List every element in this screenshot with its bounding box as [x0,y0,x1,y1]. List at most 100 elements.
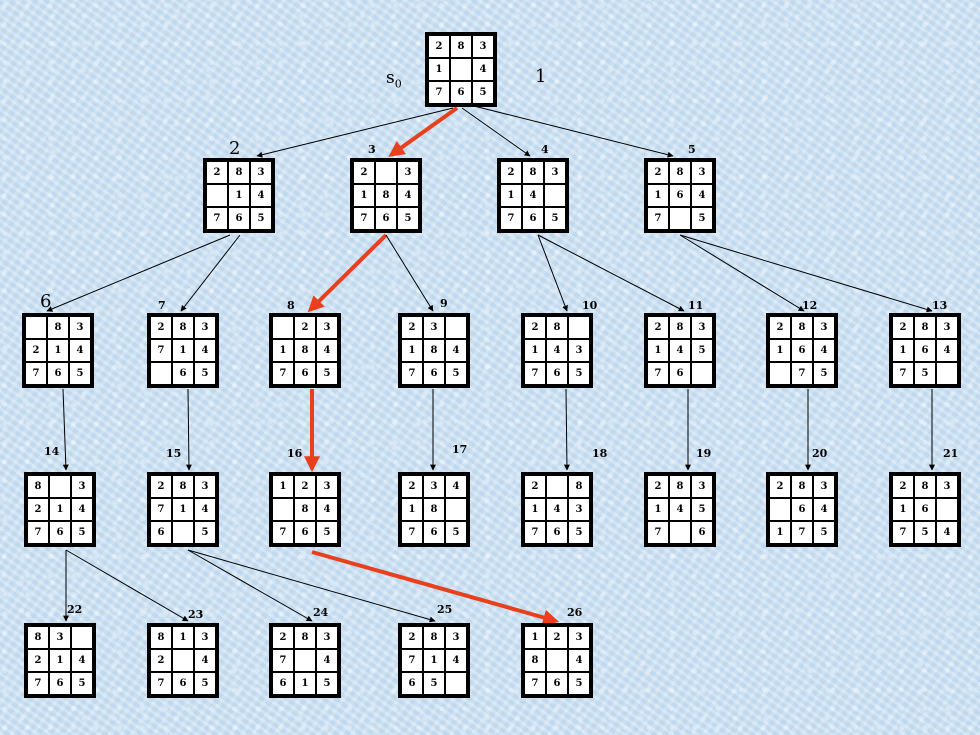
tree-edge [385,234,434,312]
node-number-label: 9 [440,297,448,310]
puzzle-tile: 2 [294,475,316,498]
puzzle-tile: 6 [294,521,316,544]
tree-edge [469,104,674,158]
puzzle-tile: 6 [546,672,568,695]
puzzle-tile: 7 [647,362,669,385]
node-number-label: 25 [437,603,453,616]
puzzle-tile: 4 [445,339,467,362]
puzzle-tile: 4 [71,649,93,672]
puzzle-tile: 5 [71,521,93,544]
puzzle-tile: 8 [150,626,172,649]
puzzle-tile: 3 [69,316,91,339]
tree-edge [187,549,436,623]
puzzle-tile: 4 [316,339,338,362]
puzzle-tile: 2 [150,649,172,672]
puzzle-tile: 8 [228,161,250,184]
puzzle-tile: 2 [401,475,423,498]
puzzle-tile: 3 [316,626,338,649]
tree-edge [679,234,933,313]
puzzle-tile: 4 [445,475,467,498]
puzzle-tile: 7 [401,362,423,385]
puzzle-tile: 4 [316,649,338,672]
puzzle-tile: 3 [568,498,590,521]
blank-tile [691,362,713,385]
puzzle-tile: 6 [914,498,936,521]
tree-edge [537,234,685,312]
node-number-label: 13 [932,299,948,312]
node-number-label: 11 [688,299,704,312]
puzzle-tile: 4 [813,498,835,521]
puzzle-tile: 6 [150,521,172,544]
puzzle-tile: 3 [445,626,467,649]
puzzle-tile: 4 [936,521,958,544]
puzzle-tile: 2 [401,626,423,649]
tree-edge [46,234,231,312]
puzzle-tile: 6 [423,362,445,385]
blank-tile [172,649,194,672]
puzzle-tile: 1 [228,184,250,207]
puzzle-tile: 3 [691,316,713,339]
puzzle-tile: 4 [936,339,958,362]
solution-edge [388,106,459,157]
puzzle-tile: 8 [294,626,316,649]
puzzle-tile: 5 [568,521,590,544]
node-number-label: 23 [188,608,204,621]
puzzle-tile: 3 [472,35,494,58]
puzzle-tile: 5 [316,672,338,695]
puzzle-tile: 8 [27,626,49,649]
puzzle-tile: 5 [316,521,338,544]
puzzle-tile: 6 [791,498,813,521]
puzzle-tile: 2 [294,316,316,339]
node-number-label: 1 [535,66,547,87]
puzzle-tile: 7 [272,362,294,385]
blank-tile [936,498,958,521]
puzzle-tile: 3 [397,161,419,184]
node-number-label: 2 [229,138,241,159]
puzzle-tile: 1 [47,339,69,362]
puzzle-tile: 8 [423,626,445,649]
puzzle-tile: 7 [150,498,172,521]
blank-tile [375,161,397,184]
node-number-label: 8 [287,299,295,312]
puzzle-tile: 8 [546,316,568,339]
puzzle-tile: 7 [791,521,813,544]
puzzle-tile: 2 [647,475,669,498]
puzzle-tile: 2 [769,475,791,498]
puzzle-tile: 8 [450,35,472,58]
puzzle-tile: 8 [172,316,194,339]
puzzle-tile: 5 [194,362,216,385]
node-number-label: 17 [452,443,468,456]
puzzle-tile: 6 [272,672,294,695]
puzzle-tile: 1 [769,521,791,544]
puzzle-tile: 4 [71,498,93,521]
node-number-label: 20 [812,447,828,460]
puzzle-tile: 5 [813,521,835,544]
blank-tile [546,475,568,498]
puzzle-tile: 1 [172,498,194,521]
puzzle-tile: 6 [49,672,71,695]
node-number-label: 10 [582,299,598,312]
puzzle-tile: 5 [544,207,566,230]
puzzle-tile: 5 [691,339,713,362]
puzzle-tile: 7 [524,521,546,544]
puzzle-tile: 8 [47,316,69,339]
puzzle-tile: 4 [472,58,494,81]
blank-tile [445,316,467,339]
blank-tile [150,362,172,385]
puzzle-tile: 6 [401,672,423,695]
node-number-label: 16 [287,447,303,460]
puzzle-tile: 7 [401,521,423,544]
puzzle-tile: 5 [568,672,590,695]
puzzle-tile: 6 [914,339,936,362]
puzzle-tile: 7 [428,81,450,104]
puzzle-tile: 1 [353,184,375,207]
puzzle-tile: 3 [194,475,216,498]
puzzle-tile: 4 [546,339,568,362]
